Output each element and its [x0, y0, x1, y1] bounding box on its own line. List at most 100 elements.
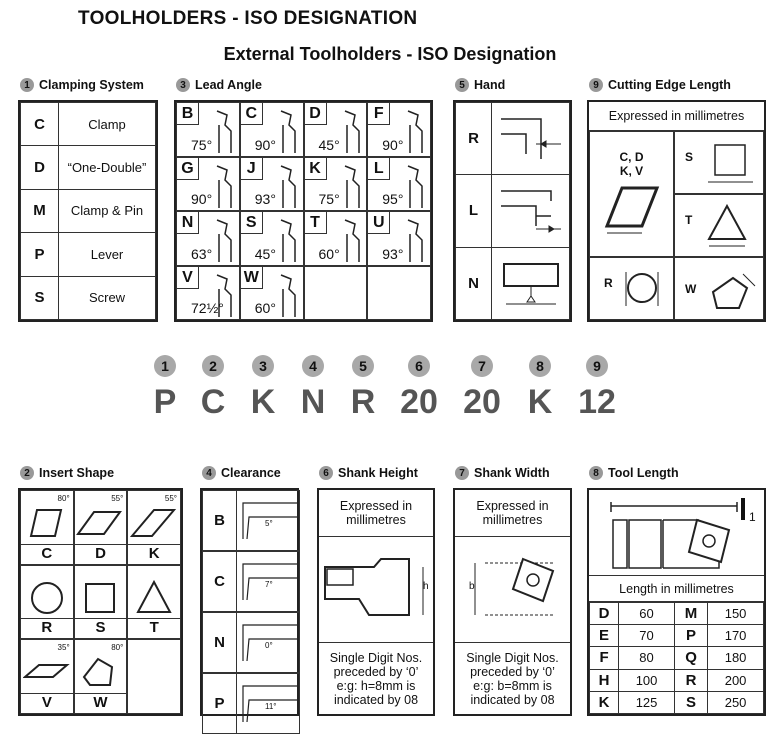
toolholder-icon	[280, 219, 296, 262]
insert-shape-icon	[130, 508, 177, 537]
code: S	[20, 275, 59, 321]
step-badge: 3	[252, 355, 274, 377]
step-badge: 2	[20, 466, 34, 480]
insert-shape-cell: R	[20, 564, 74, 640]
empty-cell	[303, 265, 368, 320]
lead-code: J	[240, 157, 263, 180]
step-badge: 8	[589, 466, 603, 480]
clearance-diagram: 7°	[237, 552, 299, 611]
desc: Screw	[58, 275, 156, 321]
toolholder-icon	[344, 110, 360, 153]
table-row: D“One-Double”	[20, 145, 156, 190]
lead-angle-value: 75°	[191, 136, 213, 153]
length-code: H	[588, 668, 620, 692]
code-letter: K	[250, 383, 276, 421]
lead-code: U	[368, 212, 391, 234]
shape-code: R	[21, 618, 73, 636]
clearance-angle: 0°	[265, 641, 273, 650]
desc: “One-Double”	[58, 145, 156, 190]
shape-code: D	[74, 543, 127, 562]
length-value: 60	[618, 601, 675, 626]
length-value: 150	[707, 601, 764, 626]
code: P	[20, 232, 59, 277]
panel-label: Shank Height	[338, 466, 418, 480]
dimension-label: h	[423, 581, 429, 593]
lead-code: C	[240, 103, 263, 125]
triangle-icon	[707, 203, 747, 247]
clearance-code: B	[203, 491, 237, 550]
lead-code: L	[368, 157, 391, 180]
length-code: P	[673, 624, 709, 648]
lead-angle-cell: C 90°	[239, 102, 304, 157]
panel-label: Clamping System	[39, 78, 144, 92]
length-value: 125	[618, 690, 675, 715]
empty-cell	[367, 265, 431, 320]
code-letter: K	[527, 383, 553, 421]
insert-shape-cell: 55°K	[127, 490, 181, 565]
shape-code: T	[128, 618, 180, 636]
shape-code: S	[685, 150, 694, 164]
step-badge: 4	[302, 355, 324, 377]
code-letter: 12	[578, 383, 616, 421]
lead-code: N	[177, 212, 199, 234]
toolholder-icon	[407, 219, 423, 262]
step-badge: 7	[471, 355, 493, 377]
clearance-row: B 5°	[202, 490, 300, 551]
insert-shape-header: 2 Insert Shape	[20, 466, 114, 480]
length-value: 170	[707, 624, 764, 648]
angle-label: 35°	[57, 643, 70, 653]
lead-angle-value: 90°	[382, 136, 404, 153]
lead-code: W	[240, 266, 263, 289]
clearance-angle: 5°	[265, 519, 273, 528]
panel-label: Tool Length	[608, 466, 679, 480]
shape-code: T	[685, 213, 693, 227]
length-value: 180	[707, 646, 764, 670]
length-code: Q	[673, 646, 709, 670]
length-value: 100	[618, 668, 675, 692]
shape-code: V	[21, 692, 73, 711]
step-badge: 9	[586, 355, 608, 377]
lead-angle-value: 90°	[191, 191, 213, 207]
lead-code: F	[368, 103, 391, 125]
step-badge: 3	[176, 78, 190, 92]
toolholder-icon	[216, 219, 232, 262]
panel-label: Insert Shape	[39, 466, 115, 480]
lead-code: K	[304, 157, 327, 180]
desc: Lever	[58, 232, 156, 277]
clearance-diagram: 0°	[237, 613, 299, 672]
hand-table: R L N	[453, 100, 572, 322]
length-value: 80	[618, 646, 675, 670]
angle-label: 55°	[164, 494, 177, 503]
clearance-code: C	[203, 552, 237, 611]
hand-code: L	[455, 174, 492, 248]
edge-length-table: Expressed in millimetres C, D K, V S T R…	[587, 100, 766, 322]
lead-code: S	[240, 212, 263, 234]
circle-icon	[625, 272, 659, 306]
insert-shape-icon	[83, 657, 114, 686]
square-icon	[708, 144, 753, 183]
lead-angle-value: 90°	[254, 136, 276, 153]
lead-angle-value: 95°	[382, 191, 404, 207]
units-note: Expressed in millimetres	[455, 490, 570, 538]
step-badge: 5	[455, 78, 469, 92]
toolholder-icon	[407, 110, 423, 153]
clearance-diagram: 11°	[237, 674, 299, 733]
lead-code: V	[177, 266, 199, 289]
code-letter: 20	[463, 383, 501, 421]
toolholder-icon	[280, 273, 296, 317]
empty-cell	[127, 639, 181, 714]
